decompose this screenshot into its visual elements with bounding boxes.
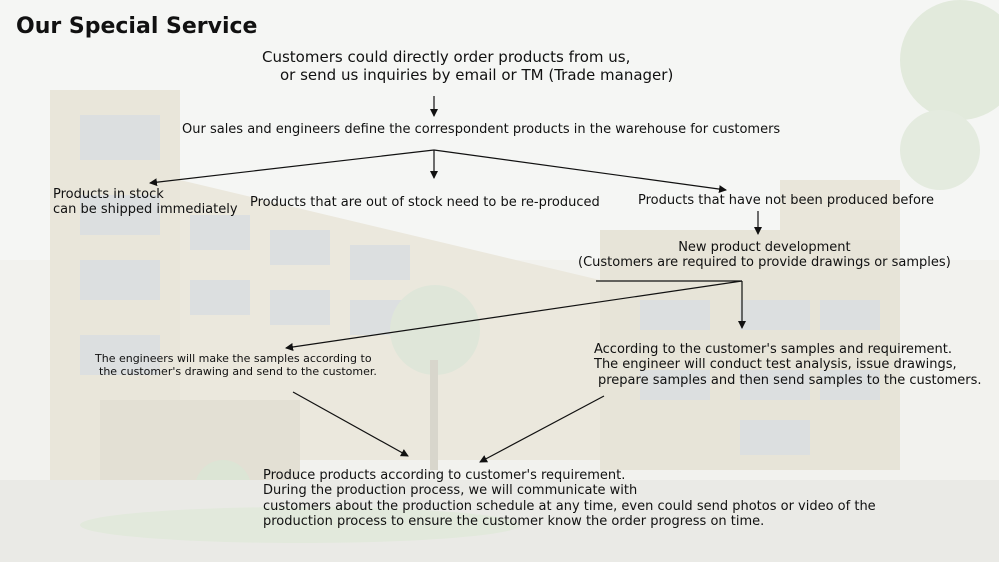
- step-order: Customers could directly order products …: [262, 48, 674, 84]
- step-in-stock-line2: can be shipped immediately: [53, 202, 238, 218]
- step-produce: Produce products according to customer's…: [263, 468, 876, 529]
- step-engineers-line2: the customer's drawing and send to the c…: [99, 364, 377, 378]
- step-in-stock-line1: Products in stock: [53, 187, 164, 202]
- step-in-stock: Products in stock can be shipped immedia…: [53, 187, 238, 218]
- arrow-test-to-produce: [479, 395, 605, 463]
- step-produce-line1: Produce products according to customer's…: [263, 468, 626, 483]
- arrow-engineers-to-produce: [292, 391, 409, 457]
- step-not-produced: Products that have not been produced bef…: [638, 193, 934, 208]
- arrow-new-dev-to-engineers: [285, 280, 743, 351]
- step-order-line2: or send us inquiries by email or TM (Tra…: [280, 65, 674, 84]
- step-produce-line4: production process to ensure the custome…: [263, 513, 765, 529]
- step-order-line1: Customers could directly order products …: [262, 48, 631, 66]
- step-test-line1: According to the customer's samples and …: [594, 342, 952, 357]
- step-out-of-stock: Products that are out of stock need to b…: [250, 195, 600, 210]
- step-test-line2: The engineer will conduct test analysis,…: [594, 357, 957, 373]
- step-produce-line2: During the production process, we will c…: [263, 483, 638, 499]
- arrow-define-to-in-stock: [149, 149, 435, 187]
- step-define: Our sales and engineers define the corre…: [182, 122, 781, 137]
- step-engineers-samples: The engineers will make the samples acco…: [95, 352, 377, 379]
- step-test-line3: prepare samples and then send samples to…: [598, 372, 982, 388]
- page-title: Our Special Service: [16, 14, 258, 39]
- arrow-define-to-not-produced: [433, 149, 727, 194]
- step-produce-line3: customers about the production schedule …: [263, 498, 876, 514]
- step-test-analysis: According to the customer's samples and …: [594, 342, 982, 388]
- step-new-dev-line2: (Customers are required to provide drawi…: [578, 255, 951, 271]
- step-new-dev-line1: New product development: [678, 240, 851, 255]
- step-engineers-line1: The engineers will make the samples acco…: [95, 352, 372, 365]
- step-new-development: New product development (Customers are r…: [578, 240, 951, 271]
